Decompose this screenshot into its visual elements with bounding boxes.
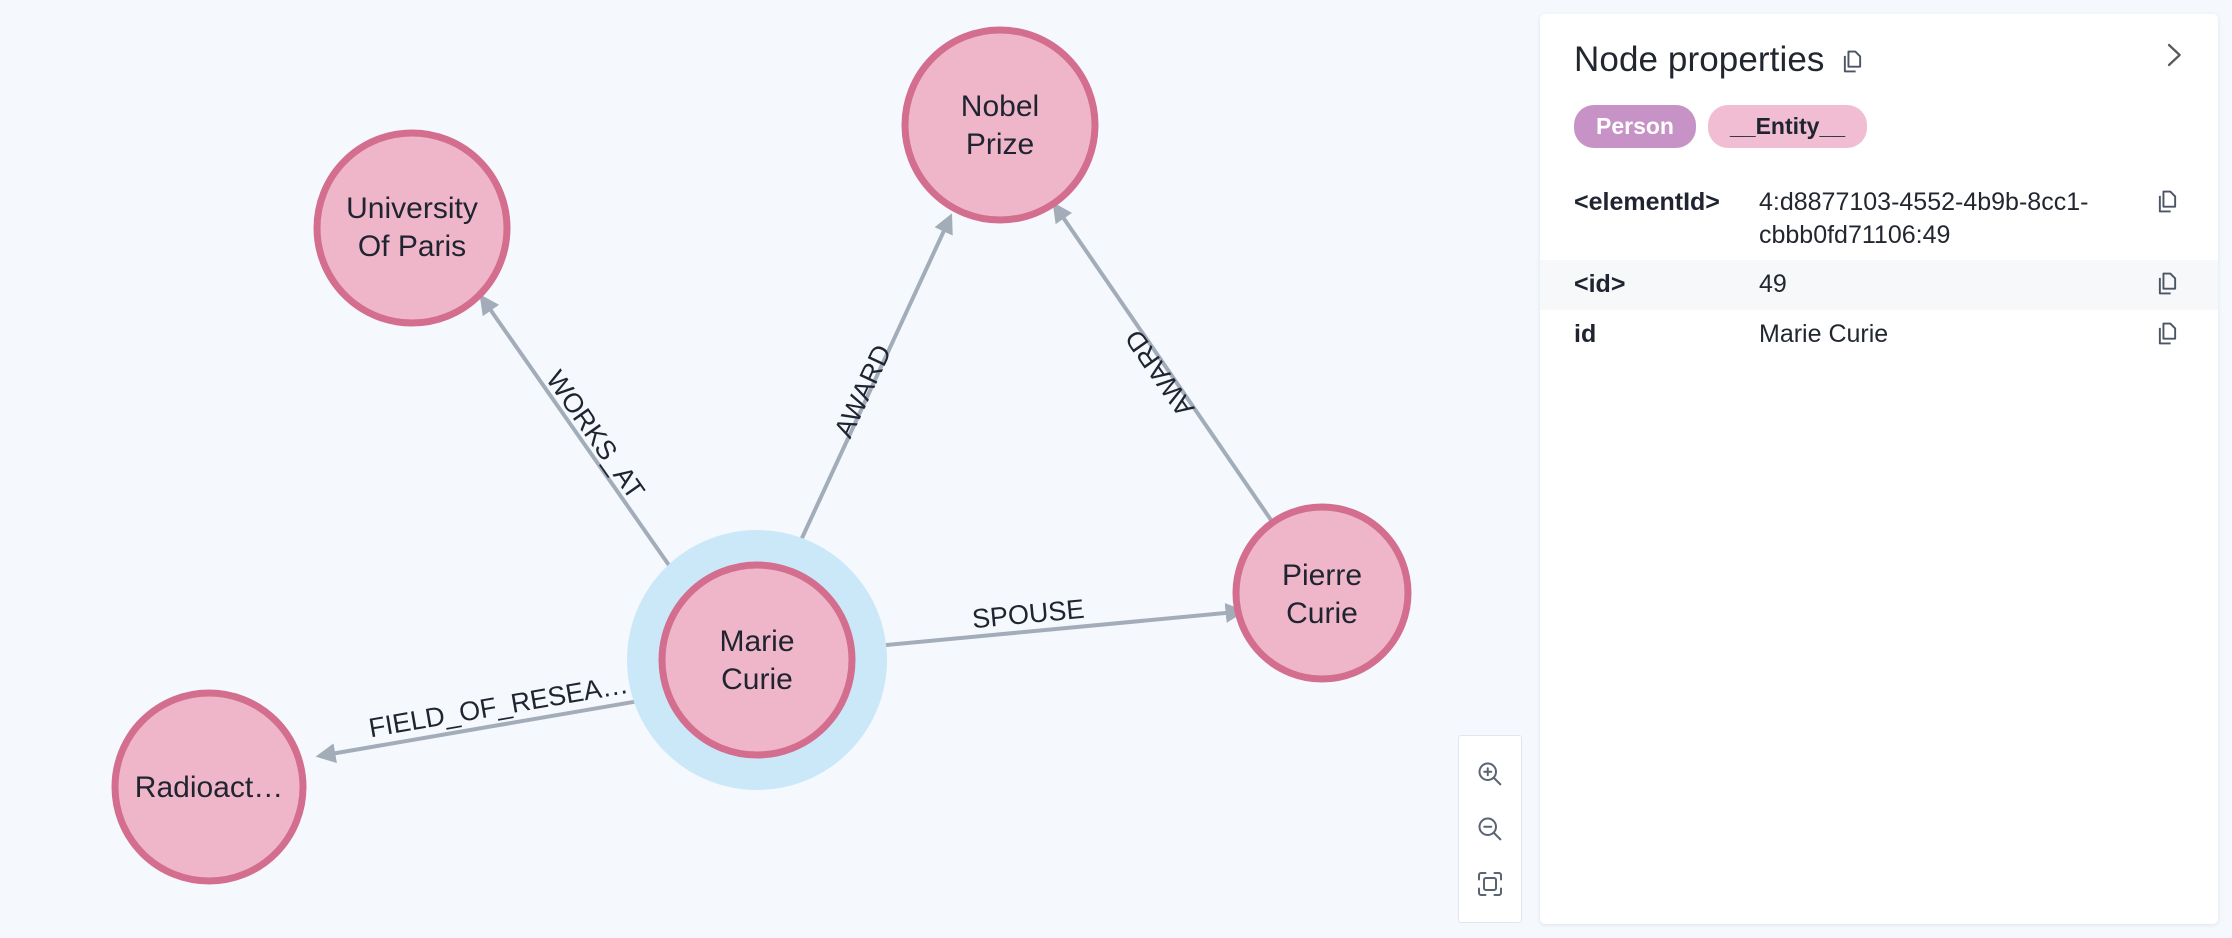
copy-element-id-icon[interactable] [2154, 188, 2184, 215]
table-row: <elementId> 4:d8877103-4552-4b9b-8cc1-cb… [1540, 178, 2218, 261]
graph-visualization[interactable]: WORKS_AT AWARD AWARD SPOUSE [0, 0, 1540, 938]
node-nobel-prize[interactable]: Nobel Prize [901, 26, 1099, 224]
page-title: Node properties [1574, 40, 1825, 79]
edge-label-award-marie: AWARD [828, 340, 897, 442]
property-value: 49 [1759, 270, 1787, 299]
table-row: <id> 49 [1540, 260, 2218, 310]
edge-label-works-at: WORKS_AT [540, 365, 650, 505]
label-chip-entity[interactable]: __Entity__ [1707, 105, 1868, 148]
node-pierre-curie[interactable]: Pierre Curie [1232, 503, 1412, 683]
zoom-controls [1458, 735, 1522, 923]
chevron-right-icon [2167, 43, 2181, 67]
node-properties-panel: Node properties Person __Entity__ <eleme… [1540, 14, 2218, 924]
edge-award-marie[interactable]: AWARD [788, 213, 953, 565]
node-marie-curie[interactable]: Marie Curie [627, 530, 887, 790]
fit-to-screen-button[interactable] [1468, 862, 1512, 906]
property-value: Marie Curie [1759, 319, 1889, 348]
edge-spouse[interactable]: SPOUSE [854, 594, 1246, 650]
copy-all-properties-icon[interactable] [1839, 48, 1866, 75]
zoom-out-icon [1478, 817, 1502, 841]
property-value: 4:d8877103-4552-4b9b-8cc1-cbbb0fd71106:4… [1759, 187, 2089, 249]
collapse-panel-button[interactable] [2150, 32, 2196, 78]
edge-field-of-research[interactable]: FIELD_OF_RESEA… [315, 669, 663, 764]
property-key: <elementId> [1574, 187, 1720, 216]
edge-label-award-pierre: AWARD [1119, 324, 1200, 422]
graph-canvas[interactable]: WORKS_AT AWARD AWARD SPOUSE [0, 0, 1540, 938]
edge-award-pierre[interactable]: AWARD [1052, 202, 1273, 522]
fit-to-screen-icon [1478, 872, 1502, 897]
copy-id-property-icon[interactable] [2154, 320, 2184, 347]
property-key: id [1574, 319, 1597, 348]
panel-header: Node properties [1540, 14, 2218, 77]
property-key: <id> [1574, 270, 1626, 299]
edge-label-field-of-research: FIELD_OF_RESEA… [367, 669, 631, 743]
zoom-in-icon [1478, 762, 1502, 786]
label-chip-person[interactable]: Person [1574, 105, 1696, 148]
node-university-of-paris[interactable]: University Of Paris [313, 129, 511, 327]
properties-table: <elementId> 4:d8877103-4552-4b9b-8cc1-cb… [1540, 178, 2218, 359]
zoom-in-button[interactable] [1468, 752, 1512, 796]
node-label-chips: Person __Entity__ [1540, 77, 2218, 148]
node-radioactivity[interactable]: Radioact… [111, 689, 307, 885]
zoom-out-button[interactable] [1468, 807, 1512, 851]
copy-id-icon[interactable] [2154, 270, 2184, 297]
edge-works-at[interactable]: WORKS_AT [479, 294, 689, 593]
nodes-layer: University Of Paris Nobel Prize Radioact… [111, 26, 1412, 885]
table-row: id Marie Curie [1540, 310, 2218, 359]
